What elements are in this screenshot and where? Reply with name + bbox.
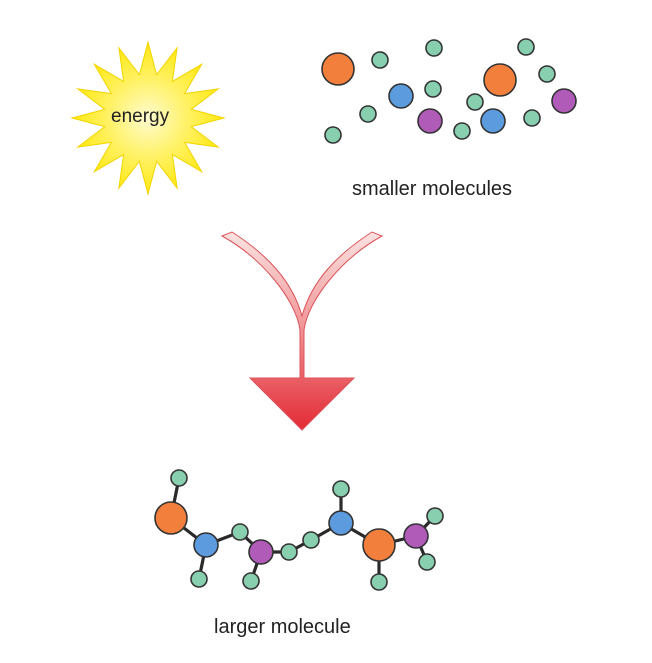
green-atom [418,553,436,571]
green-atom [453,122,471,140]
green-atom [332,480,350,498]
green-atom [302,531,320,549]
energy-label: energy [111,106,170,127]
orange-atom [321,52,355,86]
larger-molecule-label: larger molecule [214,616,351,638]
purple-atom [403,523,429,549]
blue-atom [480,108,506,134]
energy-sun-icon [70,40,226,196]
smaller-molecules-group [321,38,577,144]
green-atom [242,572,260,590]
purple-atom [551,88,577,114]
blue-atom [388,83,414,109]
orange-atom [483,63,517,97]
orange-atom [362,528,396,562]
smaller-molecules-label: smaller molecules [352,178,513,200]
green-atom [523,109,541,127]
reaction-arrow-icon [220,231,384,431]
green-atom [424,80,442,98]
green-atom [324,126,342,144]
green-atom [371,51,389,69]
green-atom [280,543,298,561]
orange-atom [154,501,188,535]
larger-molecule-group [154,469,444,591]
blue-atom [328,510,354,536]
green-atom [170,469,188,487]
green-atom [538,65,556,83]
blue-atom [193,532,219,558]
green-atom [517,38,535,56]
green-atom [426,507,444,525]
purple-atom [417,108,443,134]
green-atom [370,573,388,591]
green-atom [231,523,249,541]
green-atom [466,93,484,111]
green-atom [359,105,377,123]
purple-atom [248,539,274,565]
green-atom [190,570,208,588]
green-atom [425,39,443,57]
